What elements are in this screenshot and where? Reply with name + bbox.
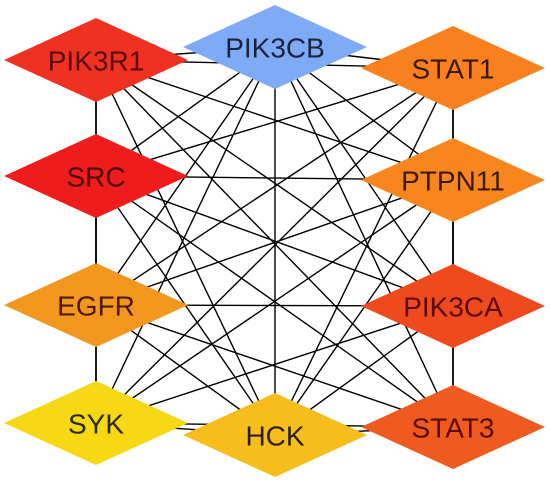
node-pik3r1: PIK3R1	[4, 18, 188, 102]
node-label-ptpn11: PTPN11	[401, 166, 505, 197]
edge-stat1-egfr	[95, 67, 454, 306]
edge-pik3cb-stat3	[274, 46, 454, 428]
node-diamond-syk	[4, 381, 188, 465]
node-ptpn11: PTPN11	[361, 138, 545, 222]
node-label-pik3ca: PIK3CA	[403, 292, 503, 323]
edge-pik3r1-hck	[95, 59, 276, 436]
node-diamond-pik3ca	[361, 264, 545, 348]
node-label-hck: HCK	[245, 421, 304, 452]
node-stat1: STAT1	[361, 26, 545, 110]
edge-pik3cb-pik3ca	[274, 46, 454, 307]
node-label-syk: SYK	[68, 409, 124, 440]
edge-stat1-syk	[95, 67, 454, 424]
node-egfr: EGFR	[4, 263, 188, 347]
network-edges	[95, 46, 454, 436]
edge-pik3cb-syk	[95, 46, 276, 424]
edge-pik3ca-syk	[95, 305, 454, 424]
edge-src-pik3ca	[95, 175, 454, 307]
node-syk: SYK	[4, 381, 188, 465]
node-diamond-src	[4, 134, 188, 218]
edge-ptpn11-egfr	[95, 179, 454, 306]
node-label-src: SRC	[66, 162, 125, 193]
node-hck: HCK	[183, 393, 367, 477]
edge-ptpn11-syk	[95, 179, 454, 424]
node-diamond-pik3cb	[183, 5, 367, 89]
edge-egfr-stat3	[95, 304, 454, 428]
node-label-pik3cb: PIK3CB	[225, 33, 325, 64]
node-diamond-egfr	[4, 263, 188, 347]
edge-ptpn11-hck	[274, 179, 454, 436]
node-label-pik3r1: PIK3R1	[48, 46, 145, 77]
edge-stat1-src	[95, 67, 454, 177]
node-src: SRC	[4, 134, 188, 218]
node-label-stat3: STAT3	[412, 413, 495, 444]
node-diamond-stat3	[361, 385, 545, 469]
node-stat3: STAT3	[361, 385, 545, 469]
node-label-stat1: STAT1	[412, 54, 495, 85]
node-diamond-stat1	[361, 26, 545, 110]
node-pik3ca: PIK3CA	[361, 264, 545, 348]
node-label-egfr: EGFR	[57, 291, 135, 322]
node-diamond-pik3r1	[4, 18, 188, 102]
edge-stat1-hck	[274, 67, 454, 436]
node-diamond-hck	[183, 393, 367, 477]
node-diamond-ptpn11	[361, 138, 545, 222]
node-pik3cb: PIK3CB	[183, 5, 367, 89]
